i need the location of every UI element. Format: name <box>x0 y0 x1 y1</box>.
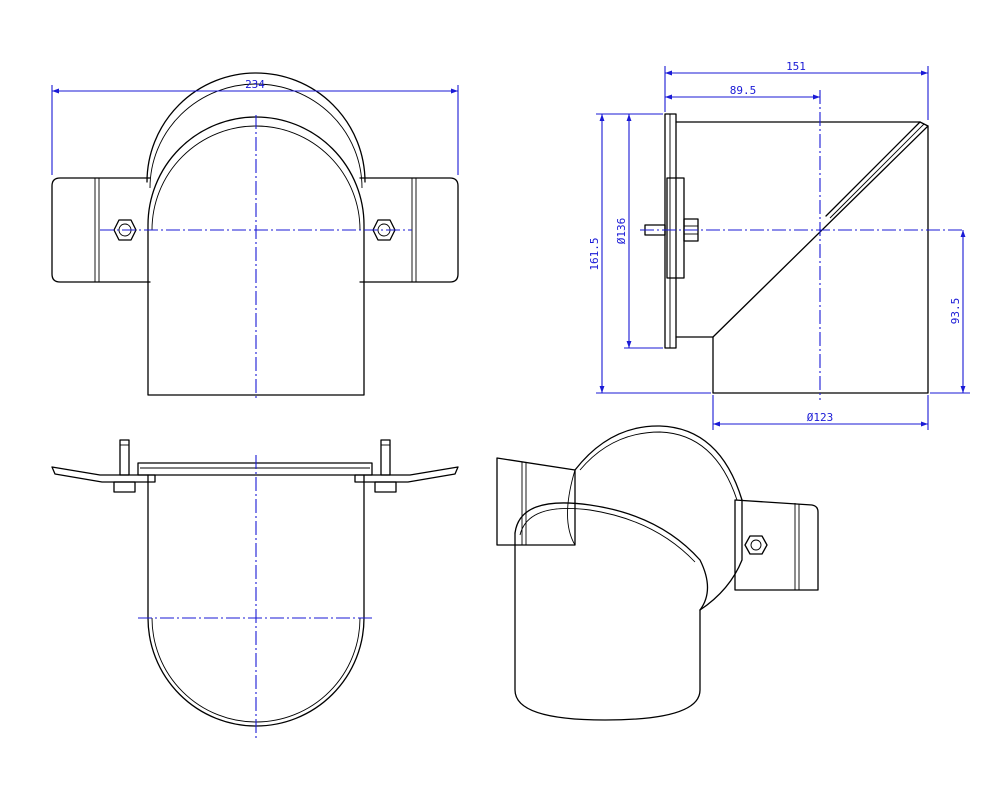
bottom-view <box>51 439 459 738</box>
side-view <box>640 90 965 400</box>
dim-height-label: 161.5 <box>588 237 601 270</box>
dim-overall-width-label: 234 <box>245 78 265 91</box>
dim-flange-diameter-label: Ø136 <box>615 218 628 245</box>
dim-pipe-diameter: Ø123 <box>712 395 929 430</box>
dim-pipe-diameter-label: Ø123 <box>807 411 834 424</box>
dim-total-length-label: 151 <box>786 60 806 73</box>
dim-flange-diameter: Ø136 <box>615 114 663 349</box>
dim-flange-offset-label: 89.5 <box>730 84 757 97</box>
isometric-view <box>496 425 819 721</box>
dim-axis-height-label: 93.5 <box>949 298 962 325</box>
dim-flange-offset: 89.5 <box>665 84 820 100</box>
dim-total-length: 151 <box>664 60 929 120</box>
dim-axis-height: 93.5 <box>930 230 970 394</box>
dim-height: 161.5 <box>588 113 711 394</box>
iso-nut-icon <box>744 535 768 555</box>
dim-overall-width: 234 <box>51 78 459 175</box>
front-view <box>51 72 459 400</box>
